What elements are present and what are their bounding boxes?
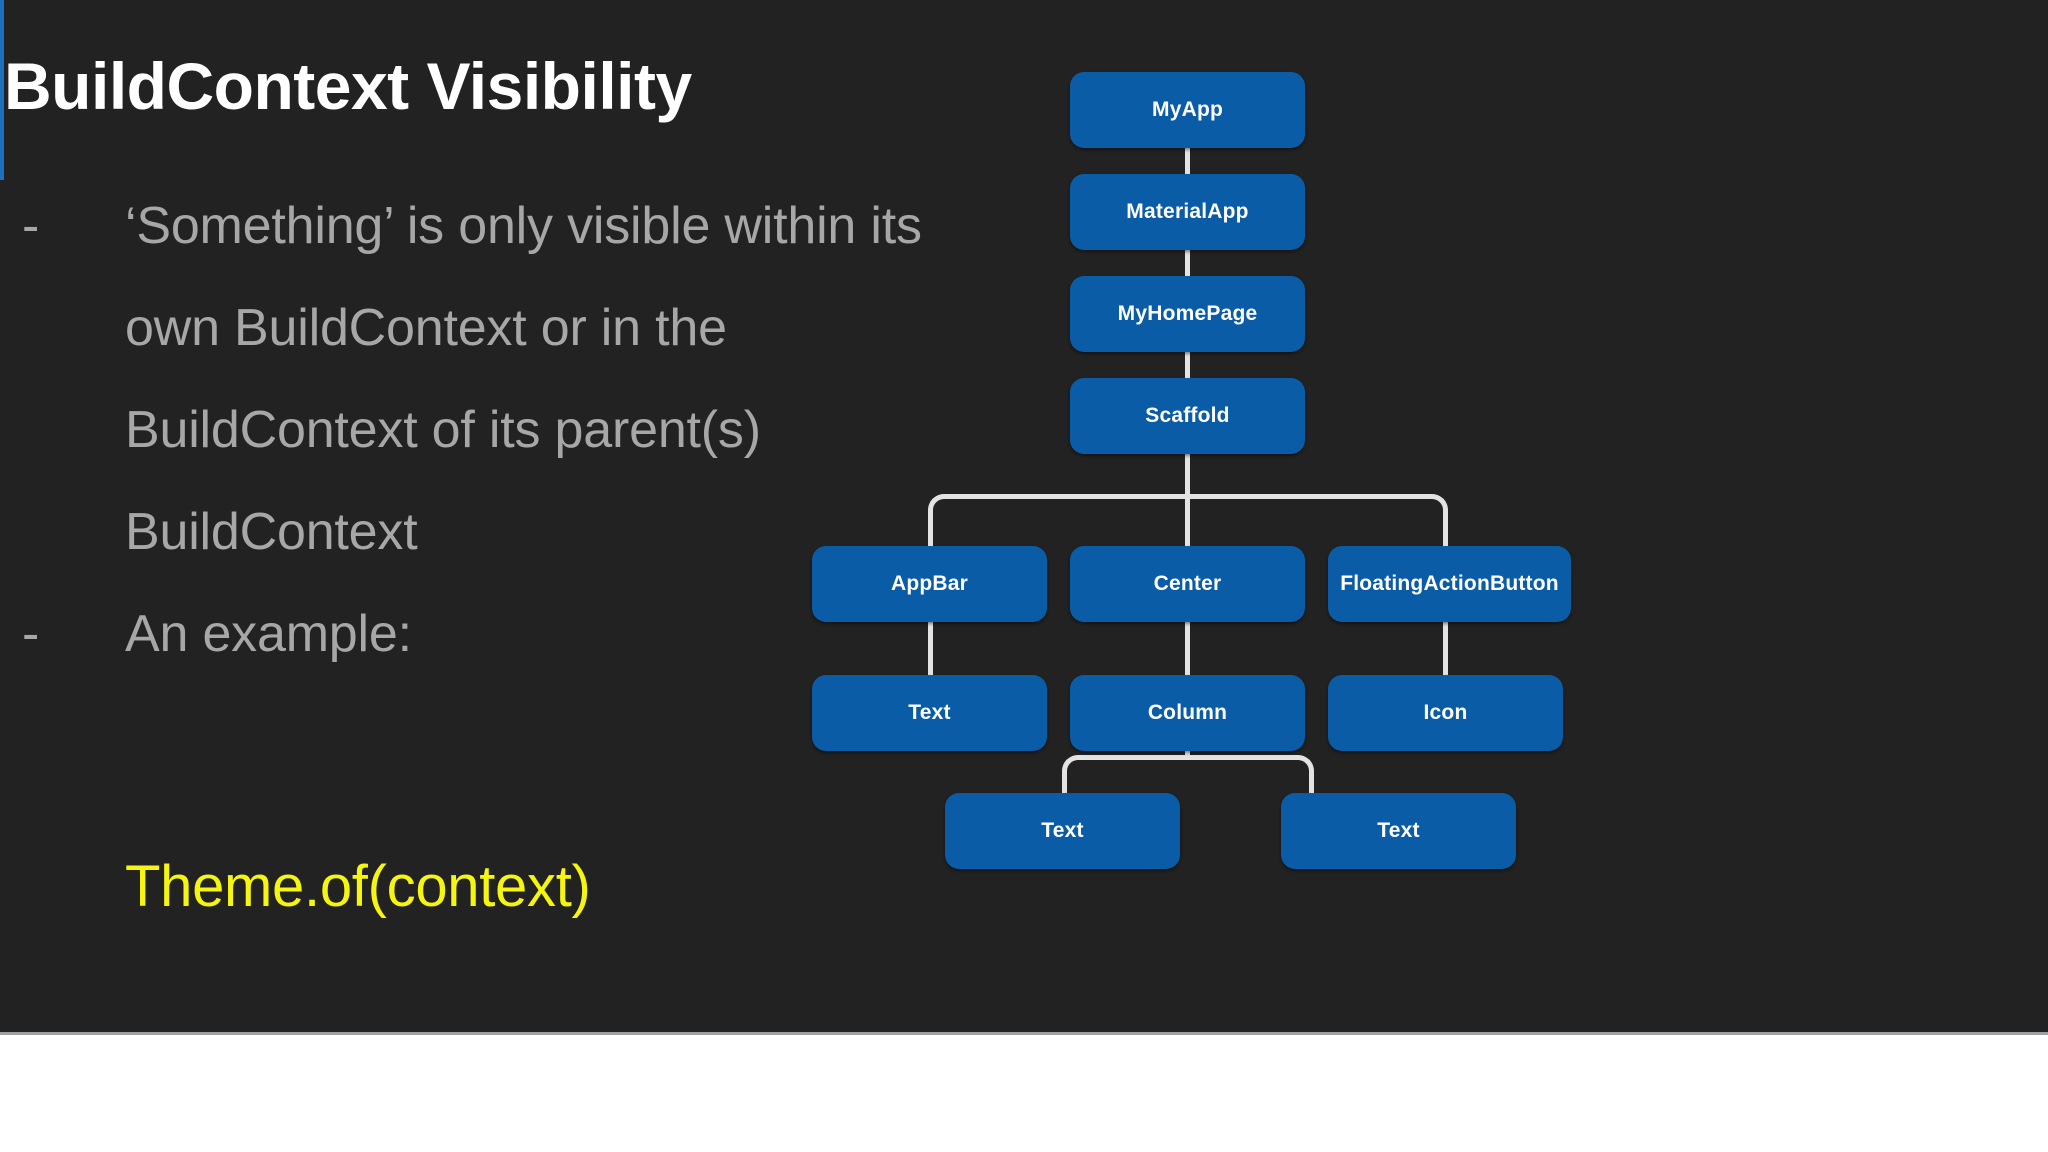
connector-center-column	[1185, 622, 1190, 675]
widget-tree-diagram: MyApp MaterialApp MyHomePage Scaffold Ap…	[812, 60, 2048, 1032]
slide-canvas: BuildContext Visibility - ‘Something’ is…	[0, 0, 2048, 1035]
connector-scaffold-center-drop	[1185, 494, 1190, 546]
tree-node-text-column-1[interactable]: Text	[945, 793, 1180, 869]
tree-node-label: MaterialApp	[1126, 200, 1249, 223]
tree-node-icon[interactable]: Icon	[1328, 675, 1563, 751]
bullet-text: An example:	[125, 605, 412, 663]
list-item: - An example:	[10, 583, 1010, 685]
tree-node-myapp[interactable]: MyApp	[1070, 72, 1305, 148]
tree-node-label: Text	[908, 701, 951, 724]
text-box-edge-marker	[0, 0, 4, 180]
tree-node-label: AppBar	[890, 572, 969, 595]
tree-node-column[interactable]: Column	[1070, 675, 1305, 751]
list-item: - ‘Something’ is only visible within its…	[10, 175, 1010, 583]
tree-node-label: MyHomePage	[1117, 302, 1258, 325]
tree-node-text-appbar[interactable]: Text	[812, 675, 1047, 751]
tree-node-label: Text	[1377, 819, 1420, 842]
tree-node-text-column-2[interactable]: Text	[1281, 793, 1516, 869]
tree-node-appbar[interactable]: AppBar	[812, 546, 1047, 622]
tree-node-floatingactionbutton[interactable]: FloatingActionButton	[1328, 546, 1571, 622]
tree-node-label: Column	[1147, 701, 1228, 724]
tree-node-label: Icon	[1423, 701, 1468, 724]
tree-node-label: FloatingActionButton	[1340, 572, 1559, 595]
connector-appbar-text	[928, 622, 933, 675]
connector-column-left-elbow	[1062, 755, 1190, 793]
tree-node-center[interactable]: Center	[1070, 546, 1305, 622]
connector-fab-icon	[1443, 622, 1448, 675]
bullet-marker: -	[22, 605, 40, 663]
tree-node-label: MyApp	[1152, 98, 1223, 121]
tree-node-materialapp[interactable]: MaterialApp	[1070, 174, 1305, 250]
connector-column-right-elbow	[1185, 755, 1314, 793]
bullet-list: - ‘Something’ is only visible within its…	[10, 175, 1010, 685]
tree-node-label: Text	[1041, 819, 1084, 842]
tree-node-myhomepage[interactable]: MyHomePage	[1070, 276, 1305, 352]
page-title: BuildContext Visibility	[4, 49, 692, 124]
connector-scaffold-stem	[1185, 454, 1190, 499]
tree-node-label: Scaffold	[1145, 404, 1230, 427]
tree-node-scaffold[interactable]: Scaffold	[1070, 378, 1305, 454]
connector-scaffold-left-elbow	[928, 494, 1190, 546]
bullet-text: ‘Something’ is only visible within its o…	[125, 197, 922, 561]
bullet-marker: -	[22, 197, 40, 255]
tree-node-label: Center	[1153, 572, 1222, 595]
connector-scaffold-right-elbow	[1185, 494, 1448, 546]
code-snippet: Theme.of(context)	[125, 854, 591, 919]
